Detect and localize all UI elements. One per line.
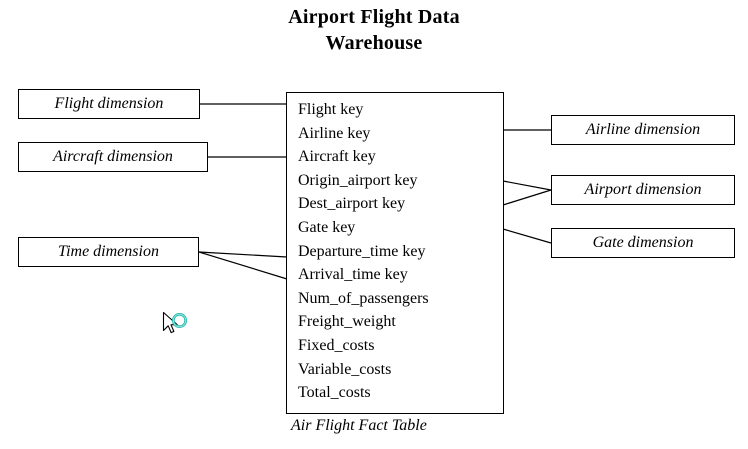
connector-dest-airport-dimension (502, 189, 552, 206)
page-title-line-1: Airport Flight Data (288, 6, 460, 28)
fact-table-field: Freight_weight (298, 313, 396, 331)
dimension-label-flight: Flight dimension (54, 95, 164, 112)
fact-table-field: Flight key (298, 101, 364, 118)
fact-table-field: Departure_time key (298, 242, 426, 260)
fact-table-field: Airline key (298, 124, 371, 142)
dimension-box-airport[interactable]: Airport dimension (551, 175, 735, 205)
fact-table-field: Aircraft key (298, 148, 376, 166)
fact-table-field: Dest_airport key (298, 195, 406, 213)
fact-table-field: Gate key (298, 218, 356, 236)
dimension-box-airline[interactable]: Airline dimension (551, 115, 735, 145)
connector-origin-airport-dimension (502, 180, 552, 191)
connector-time-dimension-arrival (198, 251, 288, 280)
dimension-label-airline: Airline dimension (585, 121, 701, 138)
dimension-label-aircraft: Aircraft dimension (53, 148, 173, 165)
dimension-box-aircraft[interactable]: Aircraft dimension (18, 142, 208, 172)
fact-table-box[interactable]: Flight key Airline key Aircraft key Orig… (286, 92, 504, 414)
fact-table-field-list: Flight key Airline key Aircraft key Orig… (298, 98, 499, 405)
dimension-label-airport: Airport dimension (584, 181, 702, 198)
dimension-box-flight[interactable]: Flight dimension (18, 89, 200, 119)
page-title: Airport Flight Data Warehouse (0, 4, 748, 56)
page-title-line-2: Warehouse (325, 32, 423, 54)
fact-table-field: Origin_airport key (298, 171, 418, 189)
fact-table-caption: Air Flight Fact Table (291, 417, 427, 434)
fact-table-field: Arrival_time key (298, 266, 408, 284)
connector-gate-dimension (502, 228, 552, 244)
dimension-label-gate: Gate dimension (592, 234, 694, 251)
fact-table-field: Num_of_passengers (298, 289, 429, 307)
fact-table-field: Variable_costs (298, 360, 392, 378)
dimension-box-gate[interactable]: Gate dimension (551, 228, 735, 258)
connector-time-dimension-departure (198, 251, 288, 258)
dimension-label-time: Time dimension (58, 243, 159, 260)
fact-table-field: Fixed_costs (298, 336, 375, 354)
dimension-box-time[interactable]: Time dimension (18, 237, 199, 267)
fact-table-field: Total_costs (298, 384, 371, 402)
